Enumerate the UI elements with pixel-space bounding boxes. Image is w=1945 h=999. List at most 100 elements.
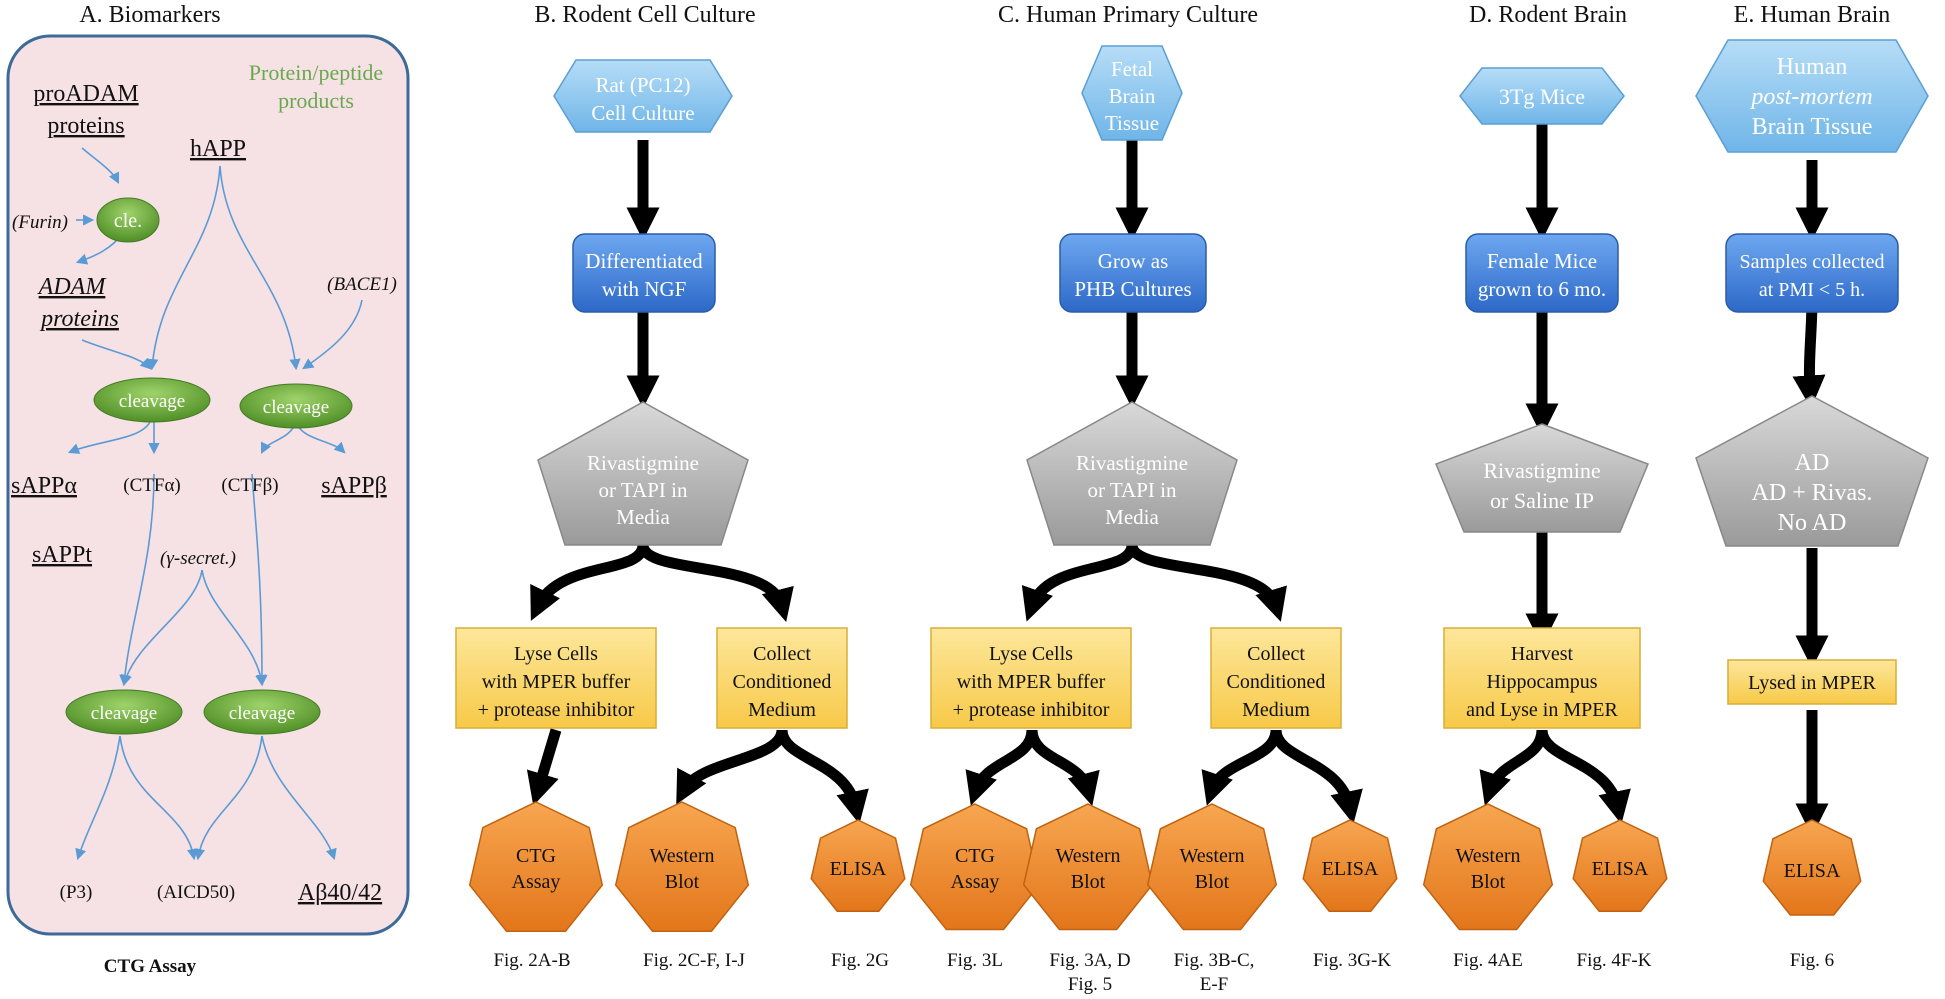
cleavage-label-2: cleavage xyxy=(263,397,329,418)
panel-b-lyse-line-2: with MPER buffer xyxy=(482,671,631,693)
panel-b-prep-box xyxy=(572,233,716,313)
panel-d-treatment-line-1: Rivastigmine xyxy=(1483,458,1600,483)
panel-b-assay-western-heptagon xyxy=(614,801,750,933)
abeta-label: Aβ40/42 xyxy=(298,880,382,906)
panel-c-assay-western-1-line-1: Western xyxy=(1055,845,1120,867)
panel-e-source-line-2: post-mortem xyxy=(1749,84,1872,110)
panel-d-assay-elisa-heptagon xyxy=(1572,819,1668,912)
panel-e-prep-line-1: Samples collected xyxy=(1740,251,1885,273)
panel-c-source-line-1: Fetal xyxy=(1111,57,1153,81)
panel-c-assay-western-1-line-2: Blot xyxy=(1071,871,1106,893)
panel-d-rodent-brain: D. Rodent Brain 3Tg Mice Female Mice gro… xyxy=(1422,2,1668,971)
panel-c-fig-3-line-1: Fig. 3B-C, xyxy=(1174,950,1255,971)
panel-e-prep-box xyxy=(1725,233,1899,313)
ctf-beta-label: (CTFβ) xyxy=(221,475,278,496)
panel-d-source-hexagon xyxy=(1459,67,1625,125)
panel-c-assay-ctg-line-2: Assay xyxy=(951,871,1000,893)
panel-c-prep-line-1: Grow as xyxy=(1098,249,1169,273)
panel-d-assay-elisa: ELISA xyxy=(1572,819,1668,912)
panel-b-assay-elisa-heptagon xyxy=(810,819,906,912)
ctf-alpha-label: (CTFα) xyxy=(123,475,180,496)
panel-d-assay-elisa-line-1: ELISA xyxy=(1592,858,1649,880)
panel-c-collect-box xyxy=(1210,627,1342,729)
panel-b-lyse-box xyxy=(455,627,657,729)
cleavage-label-1: cleavage xyxy=(119,391,185,412)
panel-d-assay-western-line-2: Blot xyxy=(1471,871,1506,893)
panel-c-assay-elisa-heptagon xyxy=(1302,819,1398,912)
p3-label: (P3) xyxy=(60,882,93,903)
sapp-beta-label: sAPPβ xyxy=(321,473,387,499)
panel-c-assay-western-2-heptagon xyxy=(1146,803,1278,931)
panel-c-title: C. Human Primary Culture xyxy=(998,2,1258,28)
panel-d-fig-2: Fig. 4F-K xyxy=(1577,950,1652,971)
adam-label-2: proteins xyxy=(39,306,119,332)
panel-e-treatment-pentagon xyxy=(1695,395,1929,547)
panel-c-assay-ctg-heptagon xyxy=(909,803,1041,931)
panel-b-collect-line-2: Conditioned xyxy=(733,671,832,693)
sapp-alpha-label: sAPPα xyxy=(11,473,77,499)
panel-b-title: B. Rodent Cell Culture xyxy=(534,2,755,28)
panel-d-treatment-pentagon xyxy=(1435,423,1649,533)
cleavage-label-4: cleavage xyxy=(229,703,295,724)
panel-b-lyse-line-1: Lyse Cells xyxy=(514,643,598,665)
panel-c-assay-ctg-line-1: CTG xyxy=(955,845,995,867)
panel-e-treatment-line-3: No AD xyxy=(1778,510,1847,536)
panel-b-assay-elisa-line-1: ELISA xyxy=(830,858,887,880)
proadam-label-2: proteins xyxy=(47,113,124,139)
panel-b-treatment-line-3: Media xyxy=(616,505,670,529)
panel-e-lyse-box xyxy=(1727,659,1897,705)
panel-b-fig-1: Fig. 2A-B xyxy=(493,950,570,971)
panel-b-rodent-cell-culture: B. Rodent Cell Culture Rat (PC12) Cell C… xyxy=(455,2,906,971)
panel-b-prep-line-1: Differentiated xyxy=(585,249,703,273)
cleavage-oval-4 xyxy=(203,689,321,735)
panel-c-collect-line-3: Medium xyxy=(1242,699,1310,721)
panel-e-fig-1: Fig. 6 xyxy=(1790,950,1834,971)
panel-e-human-brain: E. Human Brain Human post-mortem Brain T… xyxy=(1695,2,1929,971)
panel-b-collect-box xyxy=(716,627,848,729)
panel-c-assay-western-2: Western Blot xyxy=(1146,803,1278,931)
panel-b-source-line-1: Rat (PC12) xyxy=(595,73,690,97)
panel-c-fig-3-line-2: E-F xyxy=(1200,974,1229,995)
panel-c-treatment-line-3: Media xyxy=(1105,505,1159,529)
panel-d-title: D. Rodent Brain xyxy=(1469,2,1627,28)
cle-oval xyxy=(96,197,160,243)
gamma-secretase-label: (γ-secret.) xyxy=(160,548,236,569)
panel-d-assay-western-heptagon xyxy=(1422,803,1554,931)
panel-c-human-primary-culture: C. Human Primary Culture Fetal Brain Tis… xyxy=(909,2,1398,995)
panel-b-assay-western-line-2: Blot xyxy=(665,871,700,893)
panel-c-treatment-line-1: Rivastigmine xyxy=(1076,451,1188,475)
panel-b-prep-line-2: with NGF xyxy=(602,277,687,301)
panel-c-source-line-2: Brain xyxy=(1109,84,1156,108)
panel-d-assay-western: Western Blot xyxy=(1422,803,1554,931)
panel-d-harvest-box xyxy=(1443,627,1641,729)
panel-e-title: E. Human Brain xyxy=(1734,2,1891,28)
adam-label-1: ADAM xyxy=(37,274,108,300)
panel-e-treatment-line-1: AD xyxy=(1795,450,1830,476)
panel-c-fig-1: Fig. 3L xyxy=(947,950,1003,971)
panel-c-lyse-box xyxy=(930,627,1132,729)
panel-b-collect-line-3: Medium xyxy=(748,699,816,721)
panel-c-source-line-3: Tissue xyxy=(1105,111,1159,135)
panel-b-collect-line-1: Collect xyxy=(753,643,811,665)
panel-e-treatment-line-2: AD + Rivas. xyxy=(1752,480,1873,506)
panel-b-source-line-2: Cell Culture xyxy=(591,101,694,125)
panel-c-assay-elisa: ELISA xyxy=(1302,819,1398,912)
aicd50-label: (AICD50) xyxy=(157,882,235,903)
happ-label: hAPP xyxy=(190,136,246,162)
flow-arrows xyxy=(526,118,1829,837)
panel-b-treatment-pentagon xyxy=(537,401,749,546)
panel-c-lyse-line-3: + protease inhibitor xyxy=(953,699,1110,721)
panel-d-harvest-line-2: Hippocampus xyxy=(1486,671,1597,693)
panel-b-assay-ctg-heptagon xyxy=(468,801,604,933)
panel-c-assay-western-2-line-1: Western xyxy=(1179,845,1244,867)
panel-c-prep-line-2: PHB Cultures xyxy=(1074,277,1191,301)
panel-e-assay-elisa-heptagon xyxy=(1762,819,1862,916)
panel-c-assay-ctg: CTG Assay xyxy=(909,803,1041,931)
panel-c-prep-box xyxy=(1059,233,1207,313)
panel-b-assay-ctg: CTG Assay xyxy=(468,801,604,933)
cleavage-oval-2 xyxy=(239,383,353,429)
panel-e-source-line-3: Brain Tissue xyxy=(1752,114,1873,140)
products-label-2: products xyxy=(278,88,354,113)
panel-c-assay-elisa-line-1: ELISA xyxy=(1322,858,1379,880)
